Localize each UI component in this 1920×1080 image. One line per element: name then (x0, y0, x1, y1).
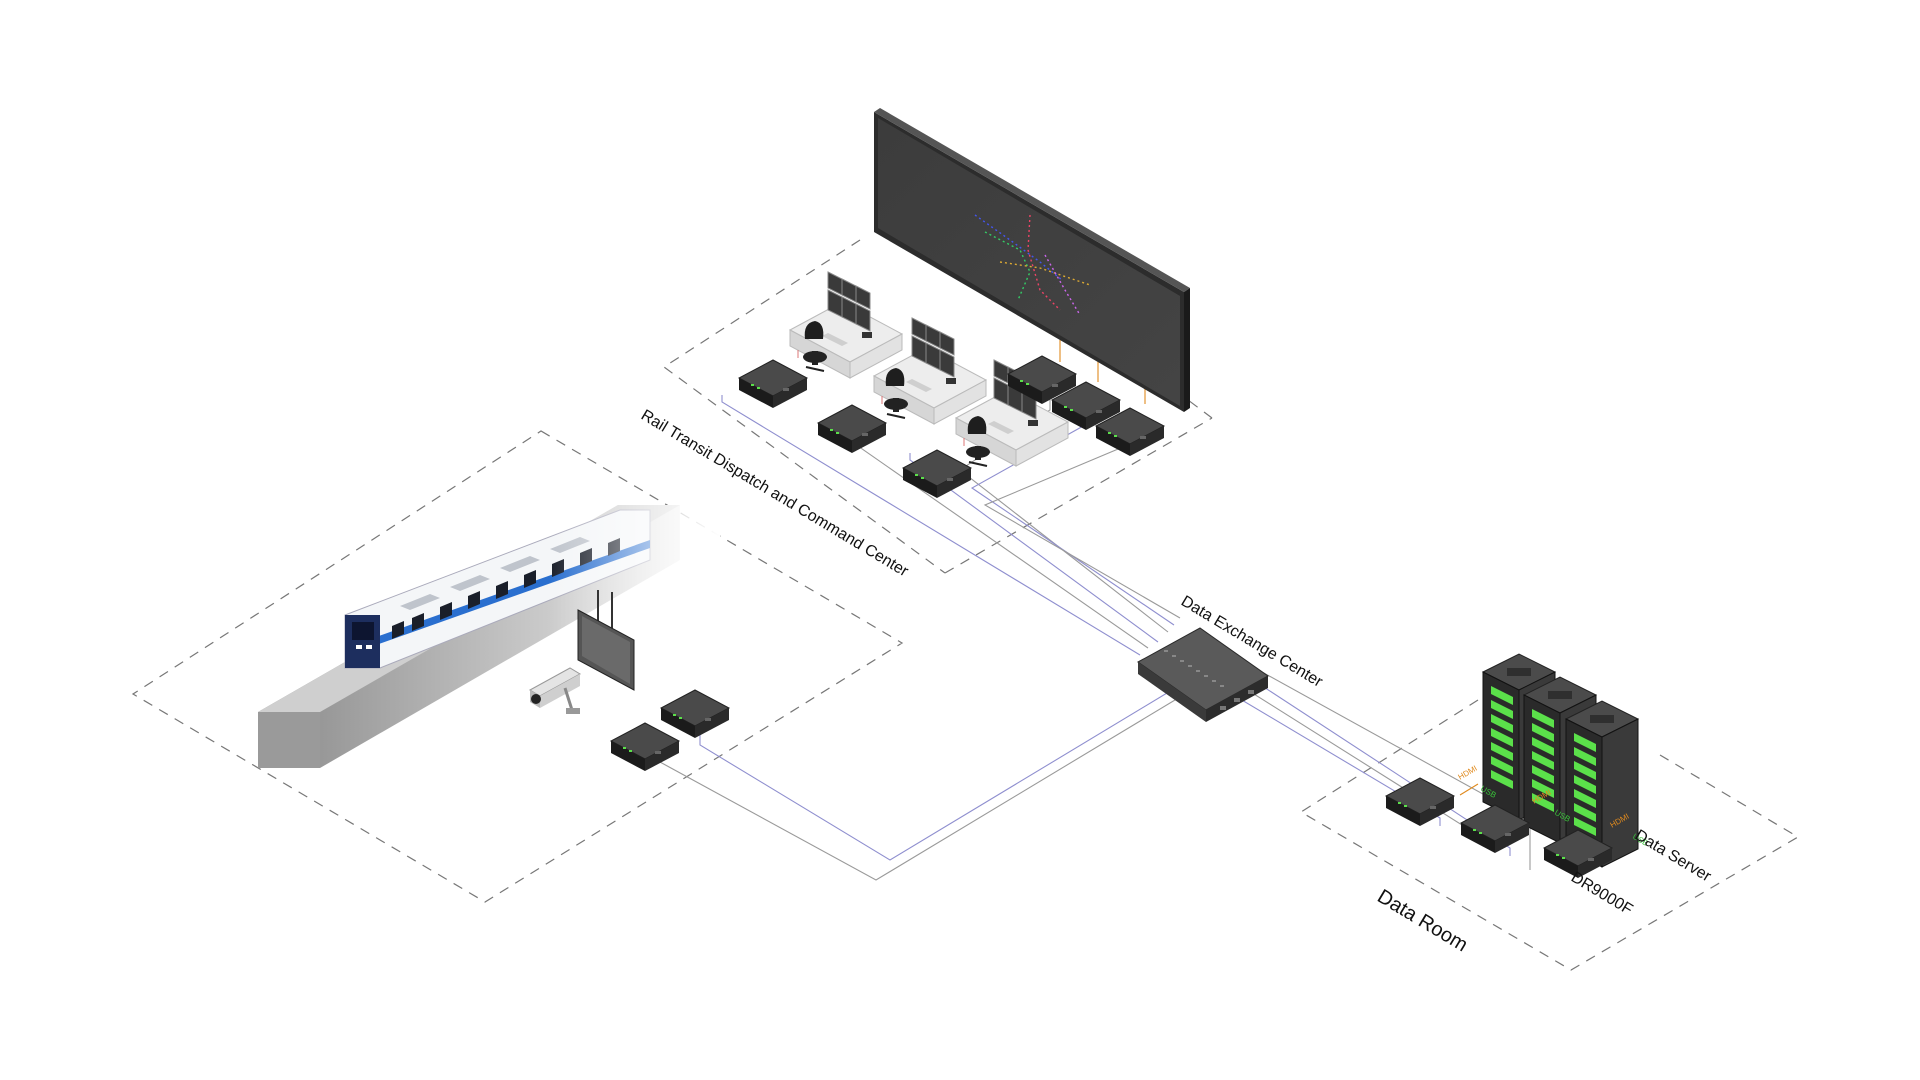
cctv-camera (528, 667, 582, 714)
operator-console-1 (789, 271, 903, 379)
trackside-extenders (610, 689, 730, 772)
extender-box (1385, 777, 1455, 827)
metro-map-graphic (974, 214, 1091, 316)
trackside-display-panel (577, 590, 635, 691)
video-wall (874, 108, 1190, 412)
data-room-zone-boundary (1299, 699, 1800, 971)
extender-box (902, 449, 972, 499)
extender-box (610, 722, 680, 772)
data-room-label: Data Room (1373, 885, 1471, 956)
device-model-label: DR9000F (1568, 869, 1636, 919)
trackside-zone-boundary (131, 430, 904, 903)
hdmi-label: HDMI (1457, 764, 1479, 782)
extender-box (738, 359, 808, 409)
network-switch (1137, 627, 1269, 722)
extender-box (817, 404, 887, 454)
extender-box (660, 689, 730, 739)
data-server-label: Data Server (1632, 827, 1715, 886)
metro-train (340, 505, 720, 690)
